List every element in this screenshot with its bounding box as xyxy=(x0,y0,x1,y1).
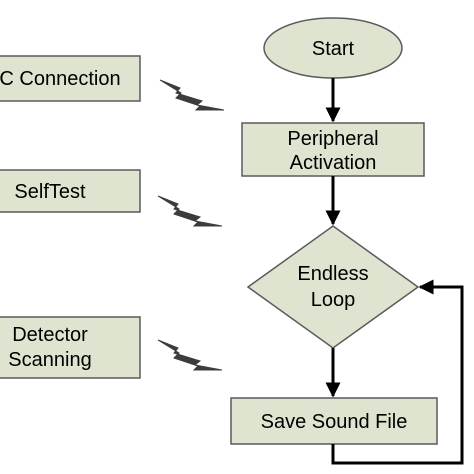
selftest-box: SelfTest xyxy=(0,169,141,213)
peripheral-node-label-line1: Peripheral xyxy=(287,128,378,150)
save-node-label: Save Sound File xyxy=(261,411,408,433)
save-sound-file-node: Save Sound File xyxy=(230,397,438,445)
arrow-loop-back xyxy=(331,279,464,465)
peripheral-activation-node: Peripheral Activation xyxy=(241,122,425,177)
connection-box-label: C Connection xyxy=(0,68,121,90)
peripheral-node-label-line2: Activation xyxy=(290,152,377,174)
lightning-bolt-icon xyxy=(157,195,223,227)
selftest-box-label: SelfTest xyxy=(14,181,86,203)
start-node-label: Start xyxy=(312,38,355,60)
detector-box-label-line1: Detector xyxy=(12,324,88,346)
start-node: Start xyxy=(263,17,403,79)
connection-box: C Connection xyxy=(0,55,141,102)
detector-box-label-line2: Scanning xyxy=(8,349,91,371)
lightning-bolt-icon xyxy=(157,339,223,371)
loop-node-label-line1: Endless xyxy=(297,263,368,285)
detector-box: Detector Scanning xyxy=(0,316,141,379)
lightning-bolt-icon xyxy=(159,79,225,111)
endless-loop-node: Endless Loop xyxy=(246,225,420,349)
loop-node-label-line2: Loop xyxy=(311,289,356,311)
